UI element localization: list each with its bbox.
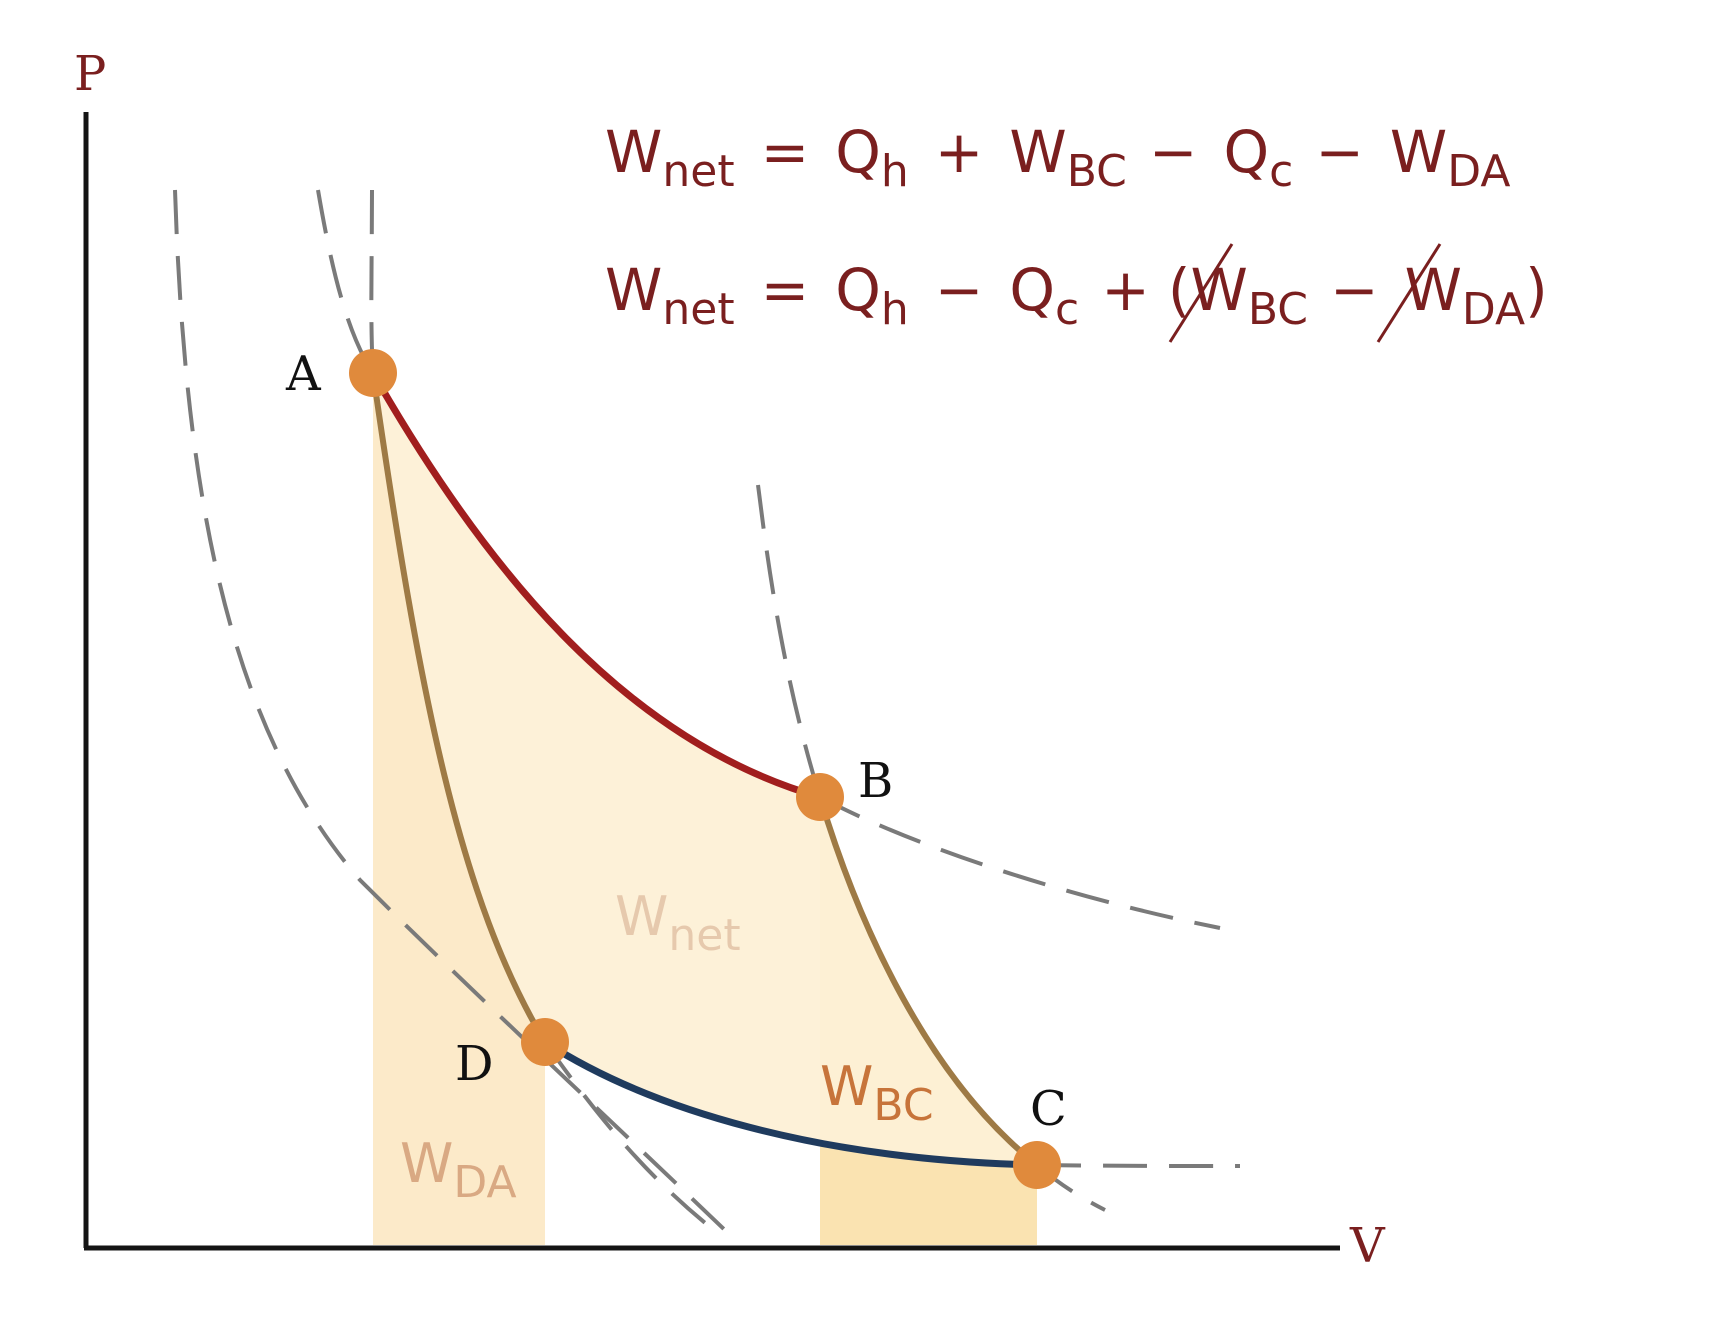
cancel-w-da-slash: [1376, 243, 1442, 343]
adiabat-b-dashed: [756, 484, 822, 798]
cold-isotherm-dashed: [1036, 1163, 1241, 1168]
adiabat-da: [370, 372, 548, 1044]
adiabat-bc: [817, 796, 1039, 1168]
equation-1: Wnet=Qh+WBC−Qc−WDA: [605, 118, 1511, 197]
isotherm-ab: [369, 371, 821, 801]
w-net-area-label: Wnet: [615, 885, 741, 961]
w-bc-area-label: WBC: [820, 1055, 934, 1131]
y-axis-label: P: [74, 46, 106, 102]
outer-isotherm-dashed: [173, 189, 732, 1237]
point-d-label: D: [455, 1036, 493, 1092]
equation-2: Wnet=Qh−Qc+(WBC−WDA): [605, 256, 1548, 335]
x-axis-label: V: [1349, 1218, 1386, 1274]
point-b: [796, 773, 844, 821]
adiabat-a-dashed: [369, 189, 375, 374]
w-da-area-label: WDA: [400, 1132, 517, 1208]
isotherm-cd: [543, 1039, 1038, 1169]
point-a: [349, 349, 397, 397]
point-c: [1013, 1141, 1061, 1189]
point-c-label: C: [1030, 1081, 1067, 1137]
cancel-w-bc-slash: [1168, 243, 1234, 343]
area-w-da: [373, 373, 545, 1245]
area-w-net: [373, 373, 1037, 1165]
point-a-label: A: [285, 346, 322, 402]
point-d: [521, 1018, 569, 1066]
point-b-label: B: [858, 753, 893, 809]
